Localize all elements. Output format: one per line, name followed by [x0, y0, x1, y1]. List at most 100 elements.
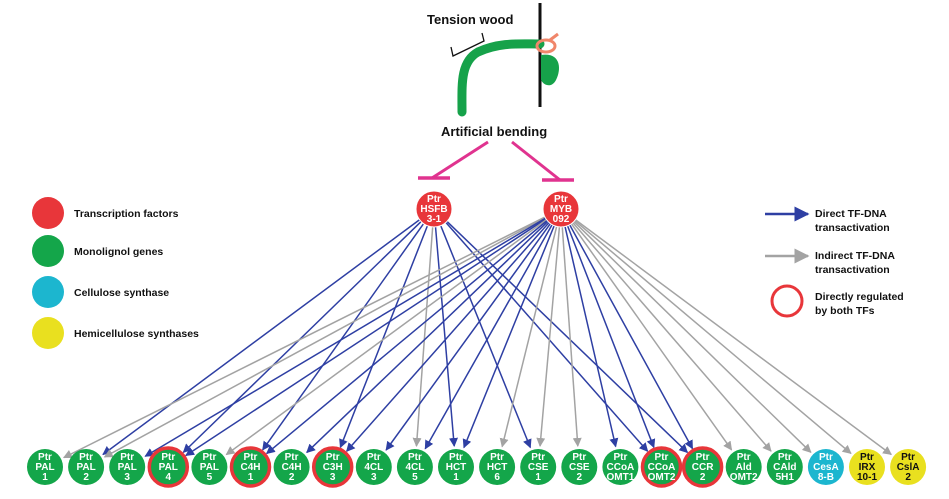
direct-edge-myb-9 — [424, 224, 553, 450]
legend-both-line1: Directly regulated — [815, 291, 904, 303]
gene-node-circle — [396, 449, 433, 485]
gene-label-line: CslA — [897, 462, 920, 473]
gene-label-line: Ptr — [367, 452, 381, 463]
gene-label-line: OMT1 — [607, 472, 635, 483]
dual-regulation-ring — [640, 446, 683, 488]
legend-direct-line2: transactivation — [815, 222, 890, 234]
gene-label-line: 4 — [166, 472, 172, 483]
direct-edge-myb-8 — [385, 223, 552, 451]
direct-edge-myb-16 — [569, 224, 694, 450]
gene-label-line: 5H1 — [776, 472, 795, 483]
legend-cellulose-label: Cellulose synthase — [74, 287, 169, 299]
gene-label-line: IRX — [859, 462, 876, 473]
gene-label-line: Ptr — [79, 452, 93, 463]
gene-label-line: C4H — [282, 462, 302, 473]
plant-illustration: Tension wood Artificial bending — [427, 3, 560, 139]
gene-label-line: Ptr — [38, 452, 52, 463]
gene-node-circle — [520, 449, 557, 485]
gene-label-line: Ptr — [572, 452, 586, 463]
tf-node-circle — [542, 190, 580, 228]
bud-tip — [549, 32, 559, 42]
legend-node-types: Transcription factors Monolignol genes C… — [32, 197, 199, 349]
indirect-edge-hsfb-9 — [412, 226, 434, 447]
gene-label-line: HCT — [487, 462, 508, 473]
gene-label-line: 2 — [905, 472, 911, 483]
gene-label-line: Ptr — [613, 452, 627, 463]
gene-node-circle — [643, 449, 680, 485]
gene-label-line: Ptr — [655, 452, 669, 463]
gene-node-circle — [314, 449, 351, 485]
gene-label-line: PAL — [200, 462, 219, 473]
direct-edge-myb-2 — [144, 217, 546, 457]
gene-node-circle — [355, 449, 392, 485]
edges-layer — [62, 216, 892, 459]
leaf-cluster — [541, 54, 560, 86]
direct-edge-hsfb-16 — [446, 220, 689, 454]
indirect-edge-myb-21 — [574, 219, 892, 456]
gene-label-line: Ptr — [901, 452, 915, 463]
direct-edge-hsfb-1 — [102, 219, 420, 456]
gene-node-circle — [232, 449, 269, 485]
tf-node-circle — [415, 190, 453, 228]
gene-label-line: Ptr — [326, 452, 340, 463]
gene-label-line: Ald — [736, 462, 752, 473]
gene-node-circle — [191, 449, 228, 485]
gene-node-circle — [479, 449, 516, 485]
gene-node-circle — [109, 449, 146, 485]
legend-both-ring — [770, 284, 804, 318]
legend-monolignol-swatch — [32, 235, 64, 267]
dual-regulation-ring — [229, 446, 272, 488]
gene-label-line: 10-1 — [857, 472, 877, 483]
gene-label-line: 8-B — [818, 472, 834, 483]
direct-edge-hsfb-3 — [182, 221, 422, 453]
direct-edge-myb-14 — [564, 226, 619, 448]
tension-wood-label: Tension wood — [427, 12, 513, 27]
gene-label-line: 6 — [494, 472, 500, 483]
direct-edge-myb-15 — [566, 225, 656, 449]
tf-label-line: HSFB — [420, 204, 447, 215]
repression-arrows — [418, 140, 574, 182]
gene-label-line: 5 — [207, 472, 213, 483]
indirect-edge-myb-1 — [103, 216, 546, 458]
gene-label-line: PAL — [76, 462, 95, 473]
gene-label-line: C4H — [240, 462, 260, 473]
legend-direct-line1: Direct TF-DNA — [815, 208, 887, 220]
gene-node-circle — [602, 449, 639, 485]
genes-layer: PtrPAL1PtrPAL2PtrPAL3PtrPAL4PtrPAL5PtrC4… — [27, 446, 927, 488]
gene-label-line: 1 — [535, 472, 541, 483]
direct-edge-myb-5 — [265, 219, 548, 455]
gene-label-line: Ptr — [778, 452, 792, 463]
indirect-edge-myb-12 — [536, 226, 561, 447]
artificial-bending-label: Artificial bending — [441, 124, 547, 139]
gene-label-line: 1 — [42, 472, 48, 483]
gene-node-circle — [68, 449, 105, 485]
legend-monolignol-label: Monolignol genes — [74, 246, 163, 258]
legend-hemicellulose-swatch — [32, 317, 64, 349]
repression-line-myb — [511, 140, 561, 182]
legend-indirect-line1: Indirect TF-DNA — [815, 250, 895, 262]
indirect-edge-myb-11 — [499, 226, 558, 448]
direct-edge-myb-6 — [306, 220, 549, 454]
gene-label-line: Ptr — [161, 452, 175, 463]
indirect-edge-myb-20 — [574, 220, 852, 455]
gene-label-line: Ptr — [449, 452, 463, 463]
gene-label-line: CCoA — [648, 462, 676, 473]
gene-label-line: CAld — [773, 462, 796, 473]
tf-label-line: MYB — [550, 204, 572, 215]
gene-label-line: Ptr — [244, 452, 258, 463]
gene-label-line: 1 — [453, 472, 459, 483]
gene-label-line: PAL — [35, 462, 54, 473]
tf-label-line: Ptr — [427, 194, 441, 205]
gene-label-line: CSE — [569, 462, 590, 473]
